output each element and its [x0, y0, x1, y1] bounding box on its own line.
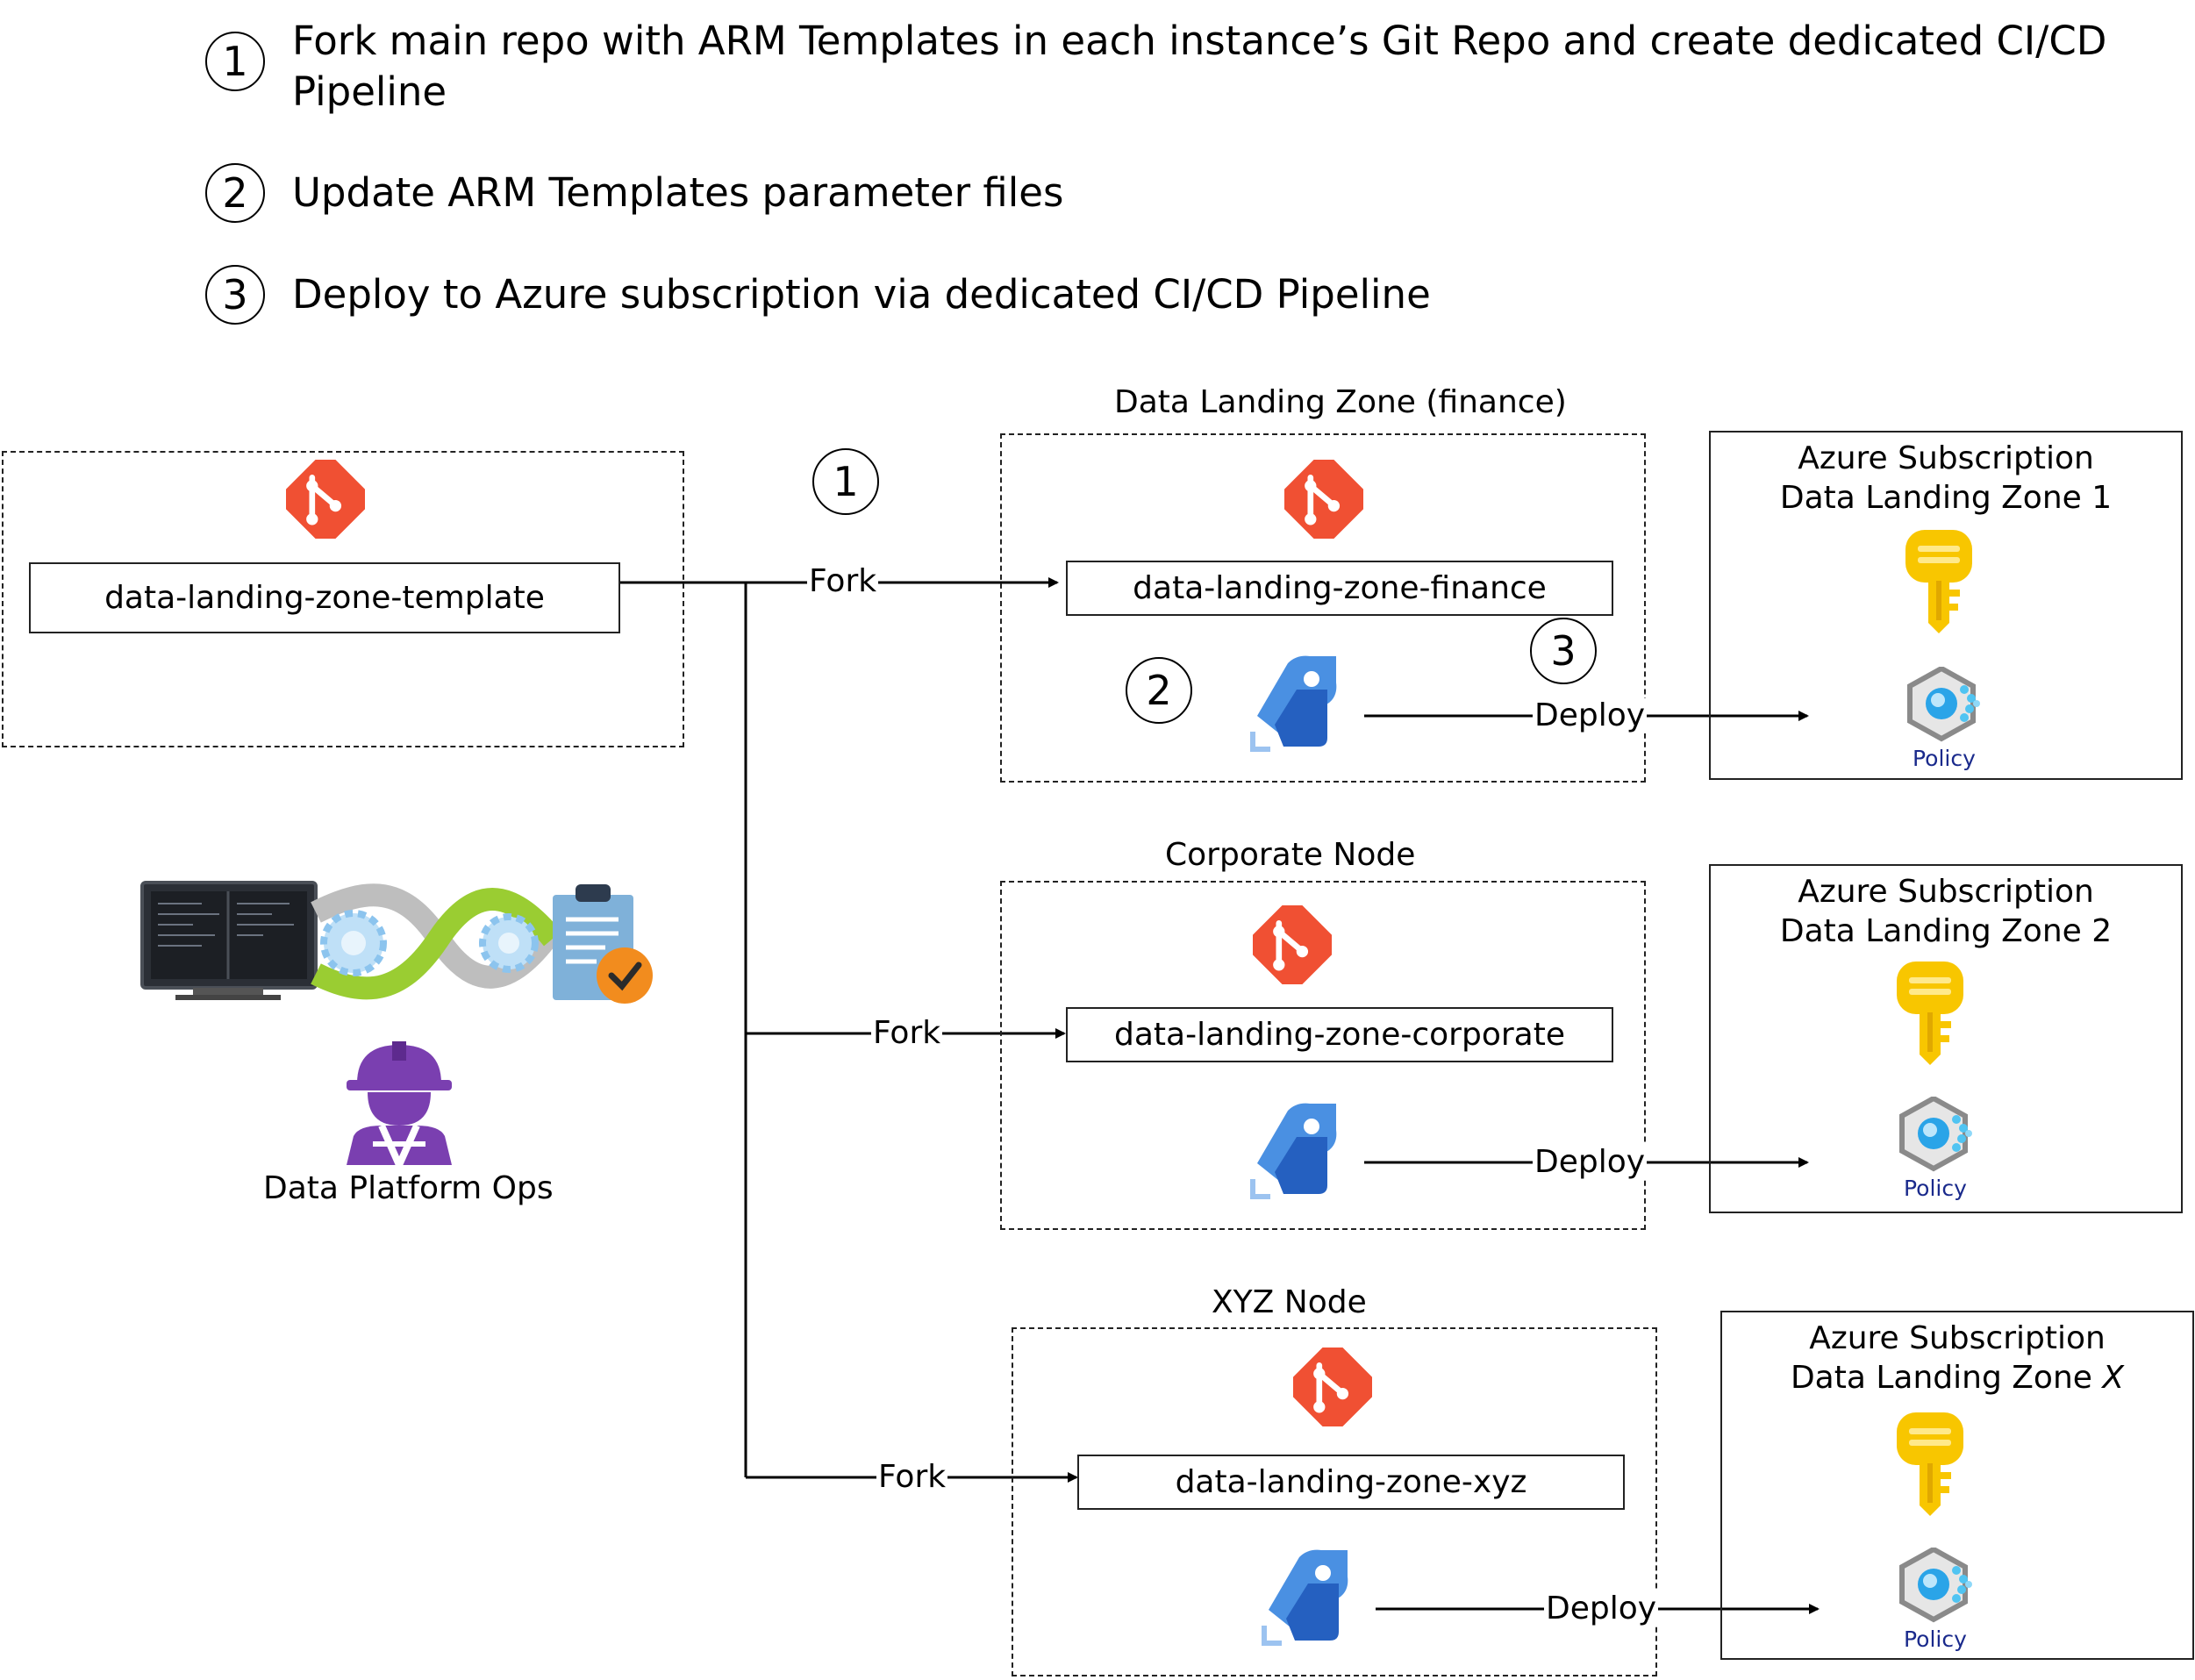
step-2-text: Update ARM Templates parameter files: [292, 169, 1064, 216]
zone-container: [1000, 881, 1646, 1230]
step-1-badge: 1: [812, 448, 879, 515]
step-3-text: Deploy to Azure subscription via dedicat…: [292, 271, 1431, 318]
subscription-title: Azure Subscription Data Landing Zone 2: [1779, 874, 2113, 949]
zone-title: Corporate Node: [1165, 837, 1416, 873]
git-icon: [1293, 1348, 1372, 1426]
zone-repo[interactable]: data-landing-zone-xyz: [1077, 1455, 1625, 1510]
pipeline-icon: [1260, 1548, 1356, 1647]
key-vault-icon: [1897, 1412, 1963, 1516]
policy-label: Policy: [1904, 1626, 1967, 1652]
ops-label: Data Platform Ops: [263, 1170, 554, 1206]
subscription-box: [1709, 431, 2183, 780]
step-1-badge: 1: [205, 32, 265, 91]
key-vault-icon: [1897, 962, 1963, 1065]
pipeline-icon: [1248, 654, 1345, 753]
step-3-badge: 3: [1530, 618, 1597, 684]
template-repo[interactable]: data-landing-zone-template: [29, 562, 620, 633]
zone-container: [1012, 1327, 1657, 1676]
step-2-badge: 2: [205, 163, 265, 223]
key-vault-icon: [1905, 530, 1972, 633]
policy-icon: [1906, 667, 1985, 746]
fork-label: Fork: [871, 1015, 943, 1051]
zone-repo[interactable]: data-landing-zone-finance: [1066, 561, 1613, 616]
deploy-label: Deploy: [1533, 697, 1648, 733]
policy-label: Policy: [1904, 1176, 1967, 1201]
deploy-label: Deploy: [1544, 1591, 1659, 1626]
policy-icon: [1898, 1548, 1977, 1626]
step-3-badge: 3: [205, 265, 265, 325]
fork-label: Fork: [876, 1459, 948, 1495]
policy-label: Policy: [1913, 746, 1976, 771]
git-icon: [1253, 905, 1332, 984]
zone-title: XYZ Node: [1212, 1284, 1367, 1320]
zone-title: Data Landing Zone (finance): [1114, 384, 1567, 420]
fork-label: Fork: [807, 563, 879, 599]
git-icon: [1284, 460, 1363, 539]
policy-icon: [1898, 1097, 1977, 1176]
subscription-box: [1720, 1311, 2194, 1660]
subscription-title: Azure Subscription Data Landing Zone X: [1790, 1320, 2125, 1396]
subscription-box: [1709, 864, 2183, 1213]
operator-person-icon: [347, 1041, 452, 1165]
subscription-title: Azure Subscription Data Landing Zone 1: [1779, 440, 2113, 516]
step-2-badge: 2: [1126, 657, 1192, 724]
template-container: [2, 451, 684, 747]
zone-container: [1000, 433, 1646, 783]
git-icon: [286, 460, 365, 539]
devops-illustration-icon: [140, 881, 653, 1004]
pipeline-icon: [1248, 1102, 1345, 1200]
step-1-text: Fork main repo with ARM Templates in eac…: [292, 18, 2107, 115]
deploy-label: Deploy: [1533, 1144, 1648, 1180]
zone-repo[interactable]: data-landing-zone-corporate: [1066, 1007, 1613, 1062]
